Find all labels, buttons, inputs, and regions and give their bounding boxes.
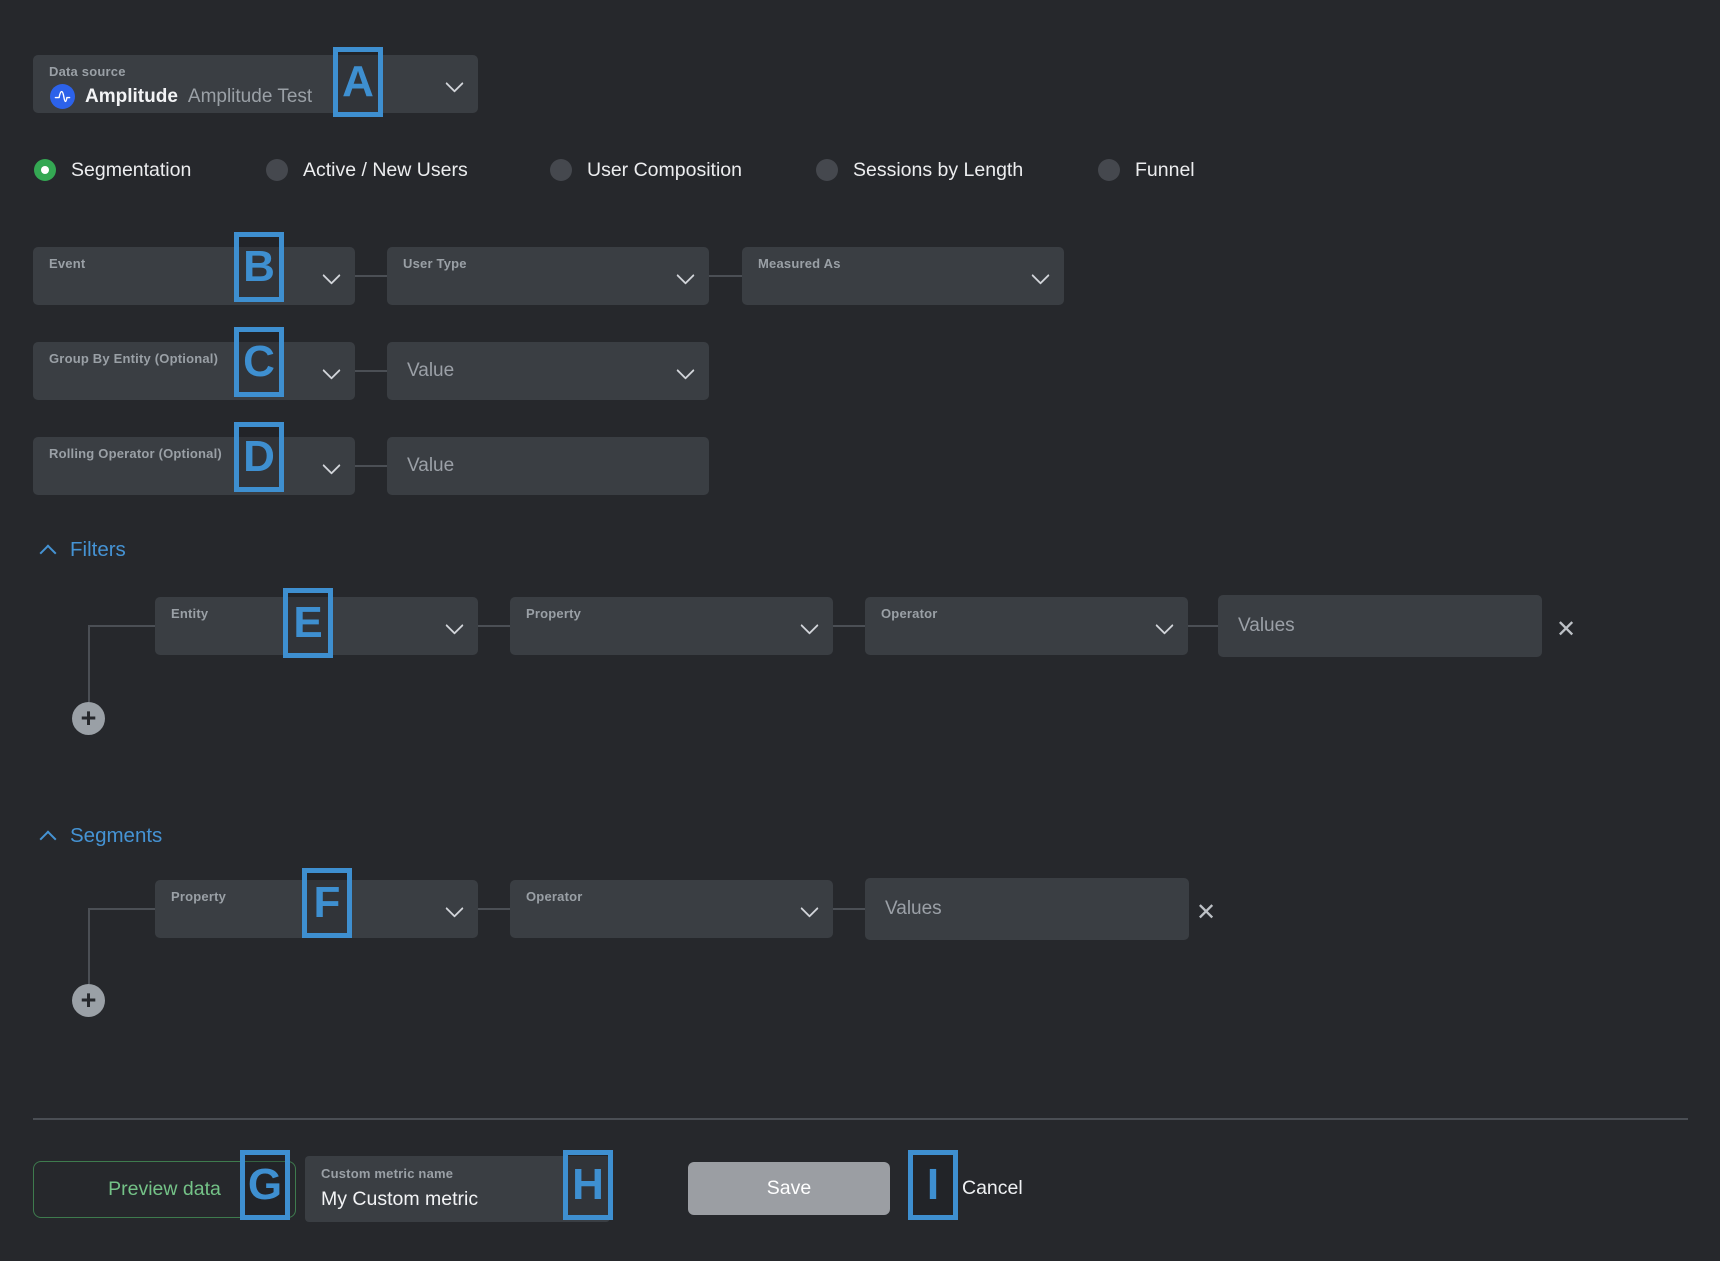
remove-filter-button close-icon[interactable]: ✕ xyxy=(1556,616,1577,643)
add-filter-button plus-icon[interactable]: + xyxy=(72,702,105,735)
data-source-label: Data source xyxy=(49,64,126,79)
radio-icon xyxy=(550,159,572,181)
footer-divider xyxy=(33,1118,1688,1120)
chevron-down-icon xyxy=(1031,266,1050,285)
filter-operator-dropdown[interactable]: Operator xyxy=(865,597,1188,655)
group-by-value-dropdown[interactable]: Value xyxy=(387,342,709,400)
radio-label: Segmentation xyxy=(71,158,192,181)
radio-label: User Composition xyxy=(587,158,742,181)
radio-icon xyxy=(266,159,288,181)
filter-entity-dropdown[interactable]: Entity xyxy=(155,597,478,655)
data-source-dropdown[interactable]: Data source Amplitude Amplitude Test xyxy=(33,55,478,113)
annotation-box-B: B xyxy=(234,232,284,302)
data-source-provider: Amplitude xyxy=(85,85,178,107)
chevron-up-icon xyxy=(39,544,57,561)
connector-line xyxy=(355,370,387,372)
connector-line xyxy=(355,465,387,467)
radio-icon xyxy=(816,159,838,181)
annotation-box-H: H xyxy=(563,1150,613,1220)
connector-line xyxy=(478,625,510,627)
segment-values-input[interactable] xyxy=(865,878,1189,940)
radio-icon xyxy=(1098,159,1120,181)
chevron-down-icon xyxy=(322,361,341,380)
data-source-workspace: Amplitude Test xyxy=(187,85,313,107)
filter-entity-label: Entity xyxy=(171,606,209,621)
custom-metric-name-input[interactable] xyxy=(321,1188,586,1211)
chevron-up-icon xyxy=(39,830,57,847)
preview-data-button[interactable]: Preview data xyxy=(33,1161,296,1218)
chevron-down-icon xyxy=(1155,616,1174,635)
measured-as-label: Measured As xyxy=(758,256,841,271)
event-label: Event xyxy=(49,256,86,271)
user-type-dropdown[interactable]: User Type xyxy=(387,247,709,305)
tree-connector-line xyxy=(88,908,155,910)
chevron-down-icon xyxy=(800,616,819,635)
custom-metric-name-field[interactable]: Custom metric name xyxy=(305,1156,610,1222)
measured-as-dropdown[interactable]: Measured As xyxy=(742,247,1064,305)
segments-section-toggle[interactable]: Segments xyxy=(39,824,163,848)
annotation-box-E: E xyxy=(283,588,333,658)
chevron-down-icon xyxy=(800,899,819,918)
segment-property-dropdown[interactable]: Property xyxy=(155,880,478,938)
radio-label: Funnel xyxy=(1135,158,1195,181)
segment-property-label: Property xyxy=(171,889,227,904)
annotation-box-G: G xyxy=(240,1150,290,1220)
filter-property-dropdown[interactable]: Property xyxy=(510,597,833,655)
filters-title: Filters xyxy=(70,538,126,561)
event-dropdown[interactable]: Event xyxy=(33,247,355,305)
metric-type-user-composition[interactable]: User Composition xyxy=(550,158,742,182)
custom-metric-name-label: Custom metric name xyxy=(321,1166,454,1181)
user-type-label: User Type xyxy=(403,256,467,271)
radio-label: Active / New Users xyxy=(303,158,468,181)
connector-line xyxy=(1188,625,1218,627)
tree-connector-line xyxy=(88,909,90,984)
radio-selected-icon xyxy=(34,159,56,181)
chevron-down-icon xyxy=(445,616,464,635)
filter-property-label: Property xyxy=(526,606,582,621)
annotation-box-D: D xyxy=(234,422,284,492)
metric-type-sessions-by-length[interactable]: Sessions by Length xyxy=(816,158,1023,182)
metric-type-funnel[interactable]: Funnel xyxy=(1098,158,1195,182)
filter-values-input[interactable] xyxy=(1218,595,1542,657)
radio-label: Sessions by Length xyxy=(853,158,1024,181)
annotation-box-A: A xyxy=(333,47,383,117)
tree-connector-line xyxy=(88,626,90,702)
chevron-down-icon xyxy=(445,74,464,93)
chevron-down-icon xyxy=(322,266,341,285)
cancel-button[interactable]: Cancel xyxy=(962,1177,1023,1199)
segments-title: Segments xyxy=(70,824,163,847)
annotation-box-F: F xyxy=(302,868,352,938)
connector-line xyxy=(478,908,510,910)
amplitude-logo-icon xyxy=(50,84,75,109)
filters-section-toggle[interactable]: Filters xyxy=(39,538,126,562)
connector-line xyxy=(709,275,742,277)
group-by-entity-dropdown[interactable]: Group By Entity (Optional) xyxy=(33,342,355,400)
chevron-down-icon xyxy=(676,361,695,380)
rolling-value-input[interactable] xyxy=(387,437,709,495)
metric-type-active-new-users[interactable]: Active / New Users xyxy=(266,158,468,182)
add-segment-button plus-icon[interactable]: + xyxy=(72,984,105,1017)
group-by-entity-label: Group By Entity (Optional) xyxy=(49,351,219,366)
chevron-down-icon xyxy=(676,266,695,285)
annotation-box-C: C xyxy=(234,327,284,397)
rolling-operator-dropdown[interactable]: Rolling Operator (Optional) xyxy=(33,437,355,495)
remove-segment-button close-icon[interactable]: ✕ xyxy=(1196,899,1217,926)
connector-line xyxy=(355,275,387,277)
connector-line xyxy=(833,625,865,627)
chevron-down-icon xyxy=(322,456,341,475)
save-button[interactable]: Save xyxy=(688,1162,890,1215)
tree-connector-line xyxy=(88,625,155,627)
metric-type-segmentation[interactable]: Segmentation xyxy=(34,158,191,182)
group-by-value-placeholder: Value xyxy=(407,360,455,381)
segment-operator-dropdown[interactable]: Operator xyxy=(510,880,833,938)
chevron-down-icon xyxy=(445,899,464,918)
rolling-operator-label: Rolling Operator (Optional) xyxy=(49,446,222,461)
connector-line xyxy=(833,908,865,910)
segment-operator-label: Operator xyxy=(526,889,583,904)
filter-operator-label: Operator xyxy=(881,606,938,621)
annotation-box-I: I xyxy=(908,1150,958,1220)
